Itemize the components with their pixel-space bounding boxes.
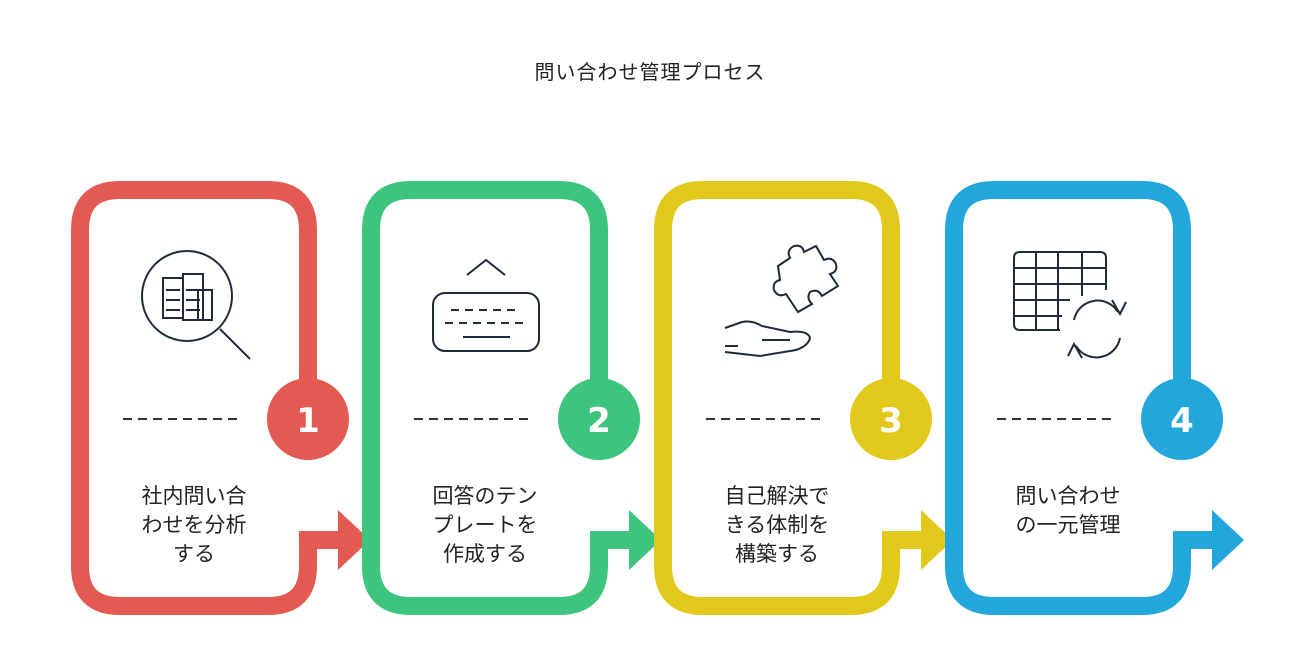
step-4-label-line-1: 問い合わせ [1015, 484, 1121, 508]
step-1-frame-bottom [71, 520, 340, 615]
building-magnifier-icon [141, 250, 251, 360]
step-3-arrow [921, 510, 953, 570]
diagram-title: 問い合わせ管理プロセス [534, 60, 766, 84]
step-4-label: 問い合わせ の一元管理 [983, 482, 1153, 540]
step-3: 3 [654, 181, 953, 615]
step-2-frame [362, 181, 608, 529]
step-1-badge [267, 378, 349, 460]
step-2-arrow [629, 510, 661, 570]
step-2-label: 回答のテン プレートを 作成する [400, 482, 570, 569]
step-3-label-line-3: 構築する [735, 542, 819, 566]
step-2-label-line-1: 回答のテン [432, 484, 538, 508]
step-1: 1 [71, 181, 370, 615]
step-4-frame-bottom [945, 520, 1214, 615]
step-3-frame [654, 181, 900, 529]
step-4-label-line-2: の一元管理 [1015, 513, 1121, 537]
step-3-number: 3 [879, 401, 903, 441]
step-4-number: 4 [1170, 401, 1194, 441]
step-4-badge [1141, 378, 1223, 460]
step-1-arrow [338, 510, 370, 570]
step-3-frame-bottom [654, 520, 923, 615]
step-4-frame [945, 181, 1191, 529]
step-3-badge [850, 378, 932, 460]
step-2-frame-bottom [362, 520, 631, 615]
step-1-label-line-2: わせを分析 [141, 513, 247, 537]
step-1-label-line-3: する [173, 542, 215, 566]
step-2-label-line-3: 作成する [443, 542, 527, 566]
step-2-badge [558, 378, 640, 460]
step-2-number: 2 [587, 401, 611, 441]
step-2: 2 [362, 181, 661, 615]
step-1-label-line-1: 社内問い合 [141, 484, 247, 508]
step-1-number: 1 [296, 401, 320, 441]
step-3-label-line-2: きる体制を [724, 513, 830, 537]
step-2-label-line-2: プレートを [432, 513, 538, 537]
step-1-frame [71, 181, 317, 529]
step-3-label-line-1: 自己解決で [724, 484, 830, 508]
hand-puzzle-icon [724, 244, 840, 358]
step-3-label: 自己解決で きる体制を 構築する [692, 482, 862, 569]
table-sync-icon [1013, 251, 1127, 359]
step-4: 4 [945, 181, 1244, 615]
step-4-arrow [1212, 510, 1244, 570]
step-1-label: 社内問い合 わせを分析 する [109, 482, 279, 569]
keyboard-icon [432, 258, 540, 352]
